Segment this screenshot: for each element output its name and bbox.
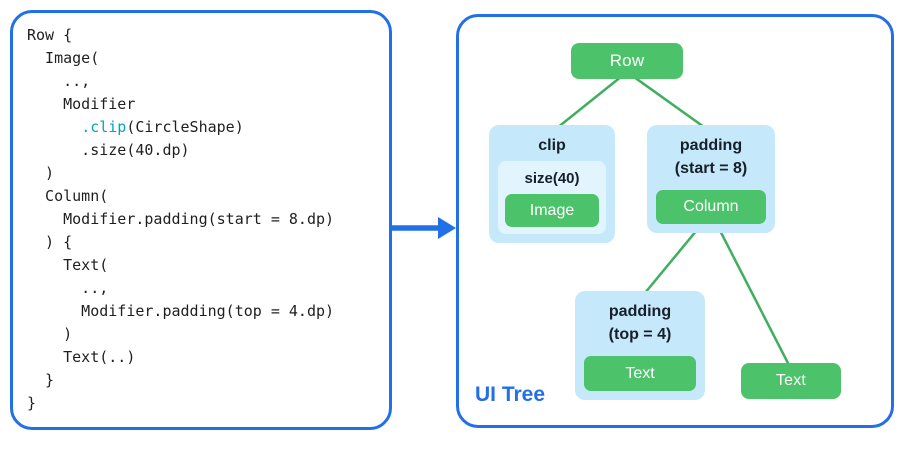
code-line: Text( [27,254,383,277]
arrow-right-icon [391,217,456,239]
code-segment: ) [27,164,55,182]
tree-node-column-label: Column [683,198,739,215]
code-line: .clip(CircleShape) [27,116,383,139]
code-panel: Row { Image( .., Modifier .clip(CircleSh… [10,10,392,430]
modifier-padding-start-label-line1: padding [679,137,743,154]
modifier-padding-start-label-line2: (start = 8) [674,160,748,177]
tree-caption: UI Tree [475,383,546,406]
code-segment: .size(40.dp) [27,141,190,159]
code-segment [27,118,81,136]
code-segment: } [27,394,37,412]
tree-node-text-right: Text [741,363,841,399]
tree-node-text-right-label: Text [775,372,807,389]
modifier-padding-top-label-line2: (top = 4) [608,326,672,343]
code-line: ) [27,162,383,185]
code-segment: Text(..) [27,348,136,366]
code-segment: Modifier.padding(start = 8.dp) [27,210,335,228]
code-block: Row { Image( .., Modifier .clip(CircleSh… [27,24,383,421]
tree-node-row: Row [571,43,683,79]
tree-node-text-left-label: Text [625,364,655,382]
code-segment: Modifier [27,95,136,113]
code-segment: Column( [27,187,109,205]
code-line: Modifier.padding(start = 8.dp) [27,208,383,231]
code-line: Modifier [27,93,383,116]
modifier-group-padding-top: padding (top = 4) Text [575,291,705,400]
code-line: Row { [27,24,383,47]
code-segment: Row { [27,26,73,44]
tree-node-column: Column [656,190,766,224]
code-line: .., [27,277,383,300]
modifier-padding-top-label-line1: padding [608,303,672,320]
connector-row-clip [551,71,628,133]
code-segment: .., [27,279,109,297]
tree-panel: Row clip size(40) Image padding (start =… [456,14,894,428]
code-segment: ) [27,325,73,343]
code-line: ) { [27,231,383,254]
modifier-size-label: size(40) [524,170,580,187]
code-line: } [27,392,383,415]
code-segment: Image( [27,49,100,67]
code-line: ) [27,323,383,346]
code-line: .., [27,70,383,93]
tree-node-text-left: Text [584,356,696,391]
code-line: Text(..) [27,346,383,369]
code-segment: .., [27,72,91,90]
code-segment: Text( [27,256,109,274]
code-line: Image( [27,47,383,70]
code-line: Modifier.padding(top = 4.dp) [27,300,383,323]
connector-row-padding [626,70,712,134]
modifier-clip-label: clip [538,137,566,154]
tree-node-image: Image [505,194,599,227]
code-segment-highlight: .clip [81,118,127,136]
tree-node-row-label: Row [609,51,645,70]
modifier-group-clip: clip size(40) Image [489,125,615,243]
code-line: Column( [27,185,383,208]
code-line: } [27,369,383,392]
modifier-group-size: size(40) Image [498,161,606,234]
code-segment: (CircleShape) [126,118,244,136]
code-segment: } [27,371,55,389]
connector-column-text [709,212,793,370]
tree-node-image-label: Image [529,201,575,219]
code-segment: Modifier.padding(top = 4.dp) [27,302,335,320]
modifier-group-padding-start: padding (start = 8) Column [647,125,775,233]
code-segment: ) { [27,233,73,251]
code-line: .size(40.dp) [27,139,383,162]
